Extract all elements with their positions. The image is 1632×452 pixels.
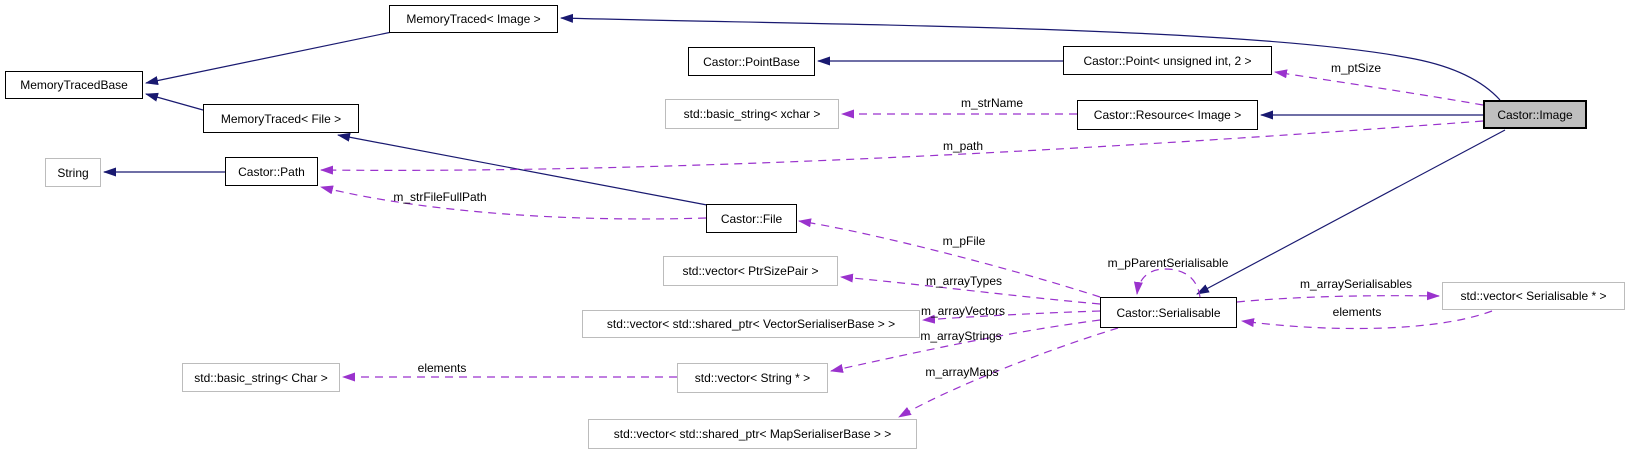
edge-label-arraytypes: m_arrayTypes: [925, 274, 1003, 288]
edge-strfilefullpath: [320, 185, 707, 220]
edge-label-strfilefullpath: m_strFileFullPath: [393, 190, 487, 204]
edge-label-elements-serialisable: elements: [1332, 305, 1382, 319]
edge-memorytraced-image-inherits-base: [145, 31, 393, 85]
edge-arraystrings: [830, 319, 1101, 373]
edge-memorytraced-file-inherits-base: [145, 92, 204, 111]
class-node-castor-resource-image[interactable]: Castor::Resource< Image >: [1077, 100, 1258, 130]
edge-arrayvectors: [922, 310, 1101, 324]
edge-arraytypes: [840, 273, 1101, 305]
class-node-memorytraced-image[interactable]: MemoryTraced< Image >: [389, 5, 558, 33]
class-node-castor-image: Castor::Image: [1483, 100, 1587, 129]
edge-label-path-member: m_path: [942, 139, 984, 153]
class-node-std-vector-ptrsizepair: std::vector< PtrSizePair >: [663, 256, 838, 286]
class-node-std-basic-string-xchar: std::basic_string< xchar >: [665, 99, 839, 129]
edge-path-member: [320, 120, 1484, 175]
edge-label-pfile: m_pFile: [942, 234, 986, 248]
edge-arraymaps: [898, 327, 1119, 418]
class-node-std-basic-string-char: std::basic_string< Char >: [182, 363, 340, 392]
class-node-std-vector-string-ptr: std::vector< String * >: [677, 363, 828, 393]
edge-file-inherits-memorytraced-file: [337, 132, 708, 206]
class-node-memorytraced-file[interactable]: MemoryTraced< File >: [203, 104, 359, 133]
edge-image-inherits-memorytraced-image: [560, 13, 1501, 101]
edge-label-arrayserialisables: m_arraySerialisables: [1299, 277, 1413, 291]
class-node-castor-point-uint2[interactable]: Castor::Point< unsigned int, 2 >: [1063, 46, 1272, 75]
edge-label-pparentserialisable: m_pParentSerialisable: [1107, 256, 1229, 270]
edge-label-strname: m_strName: [960, 96, 1024, 110]
edge-image-inherits-serialisable: [1196, 129, 1506, 295]
class-node-memorytracedbase[interactable]: MemoryTracedBase: [5, 71, 143, 99]
edge-label-elements-string: elements: [417, 361, 467, 375]
class-node-string: String: [45, 158, 101, 187]
class-node-castor-path[interactable]: Castor::Path: [225, 157, 318, 186]
edge-label-arrayvectors: m_arrayVectors: [920, 304, 1006, 318]
class-node-std-vector-serialisable-ptr: std::vector< Serialisable * >: [1442, 282, 1625, 310]
class-node-std-vector-mapserialiserbase: std::vector< std::shared_ptr< MapSeriali…: [588, 419, 917, 449]
edge-label-arraymaps: m_arrayMaps: [925, 365, 999, 379]
edge-ptsize: [1274, 69, 1484, 106]
edge-arrayserialisables: [1236, 291, 1440, 303]
class-node-castor-file[interactable]: Castor::File: [706, 204, 797, 233]
class-node-std-vector-vectorserialiserbase: std::vector< std::shared_ptr< VectorSeri…: [582, 310, 920, 338]
class-node-castor-pointbase[interactable]: Castor::PointBase: [688, 47, 815, 76]
edge-paths-group: [103, 13, 1506, 418]
edge-label-arraystrings: m_arrayStrings: [920, 329, 1002, 343]
edge-pparentserialisable: [1133, 268, 1201, 298]
edge-label-ptsize: m_ptSize: [1330, 61, 1382, 75]
class-node-castor-serialisable[interactable]: Castor::Serialisable: [1100, 297, 1237, 328]
